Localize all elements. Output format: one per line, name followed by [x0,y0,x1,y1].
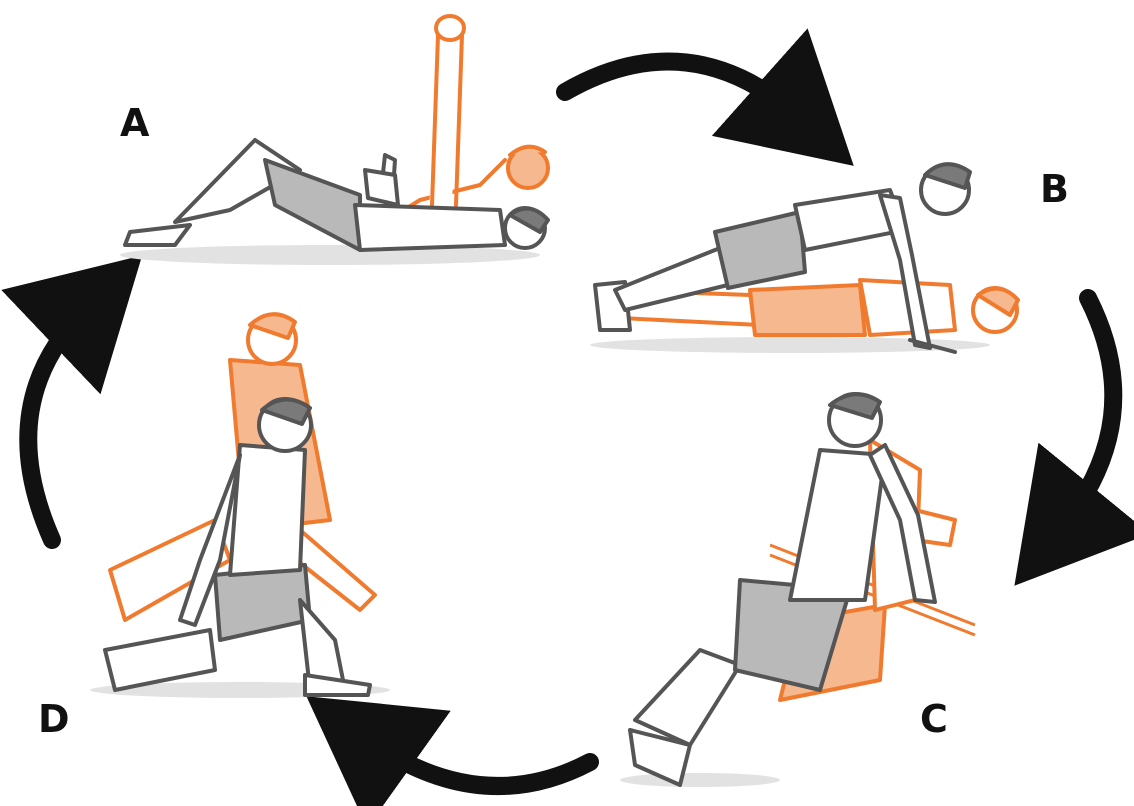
arrow-b-to-c [1060,298,1113,530]
step-label-c: C [920,700,948,738]
figure-b-pushup [590,164,1018,353]
step-label-a: A [120,104,149,142]
arrow-a-to-b [565,62,800,118]
figure-a-crunch [120,16,548,265]
arrow-d-to-a [28,305,90,540]
figure-a-start-pose [380,16,548,225]
arrow-c-to-d [365,738,590,786]
figure-d-lunge [90,314,390,698]
step-label-b: B [1040,170,1069,208]
step-label-d: D [38,700,70,738]
figure-a-end-pose [125,140,548,250]
